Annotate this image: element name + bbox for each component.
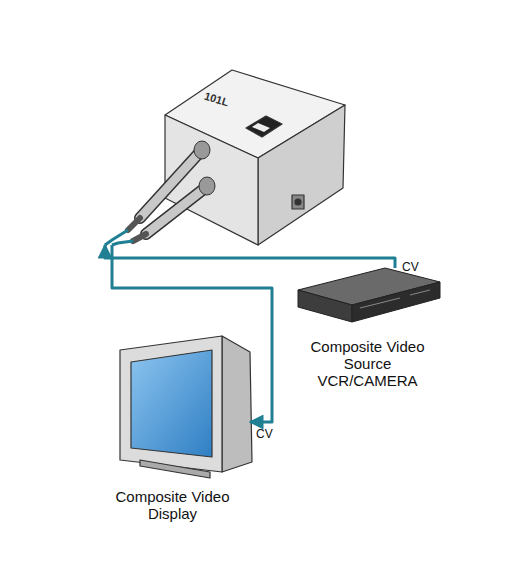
video-cable [105, 245, 395, 268]
model-number: 101L [203, 90, 230, 109]
video-source-node: Composite Video Source VCR/CAMERA [290, 268, 445, 389]
video-display-node: Composite Video Display [95, 318, 250, 522]
vcr-icon [298, 268, 440, 322]
device-caption: Composite Video Display [115, 488, 231, 522]
line-amplifier-node: 101L [100, 55, 350, 245]
device-caption: Composite Video Source VCR/CAMERA [310, 338, 426, 389]
signal-label: CV [402, 260, 419, 274]
video-cable [112, 245, 272, 422]
signal-label: CV [256, 427, 273, 441]
monitor-icon [120, 336, 252, 478]
bnc-connectors [105, 141, 215, 245]
